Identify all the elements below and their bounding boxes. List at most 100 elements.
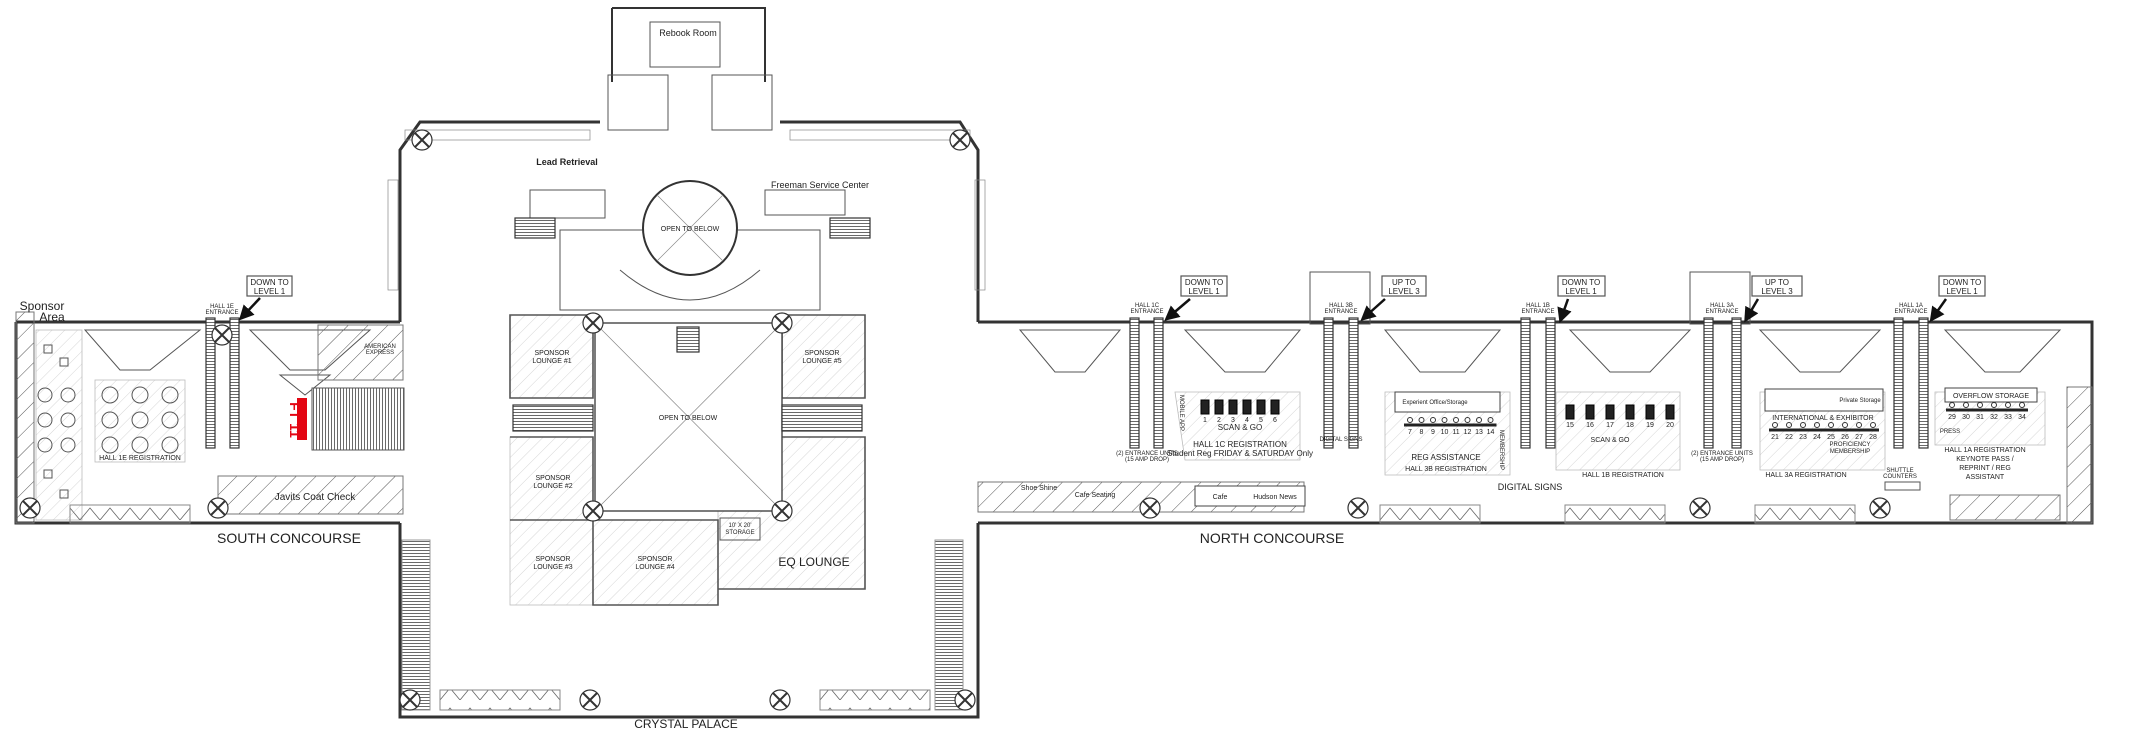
kiosk[interactable] [1645,404,1655,420]
entrance-doors [439,689,561,711]
kiosk[interactable] [1214,399,1224,415]
kiosk[interactable] [1565,404,1575,420]
workstation[interactable] [1407,417,1413,423]
counter-number: 32 [1990,414,1998,421]
column-icon [399,689,421,711]
callout-line-2: LEVEL 1 [1565,287,1597,296]
hall-3b-entrance: HALL 3B ENTRANCE UP TO LEVEL 3 [1323,275,1427,449]
kiosk[interactable] [1605,404,1615,420]
workstation[interactable] [1842,422,1848,428]
workstation[interactable] [2005,402,2011,408]
column-icon [954,689,976,711]
kiosk[interactable] [1270,399,1280,415]
sponsor-lounge-4-label: SPONSOR [637,556,672,563]
workstation[interactable] [2019,402,2025,408]
counter-number: 23 [1799,434,1807,441]
sponsor-lounge-1[interactable] [509,314,594,399]
experient-office[interactable] [1394,391,1501,413]
seating [934,539,964,711]
column-icon [769,689,791,711]
kiosk[interactable] [1665,404,1675,420]
counter-number: 25 [1827,434,1835,441]
cafe-news-kiosk[interactable] [1194,485,1306,507]
lead-retrieval-label: Lead Retrieval [536,157,598,167]
kiosk[interactable] [1585,404,1595,420]
sponsor-area-label-2: Area [39,310,65,324]
workstation[interactable] [1814,422,1820,428]
counter-number: 29 [1948,414,1956,421]
coat-check-area[interactable] [217,475,404,515]
column-icon [1689,497,1711,519]
workstation[interactable] [1870,422,1876,428]
callout-line-1: DOWN TO [250,278,288,287]
hall-1e-entrance-label-2: ENTRANCE [205,310,238,316]
column-icon [1139,497,1161,519]
workstation[interactable] [1949,402,1955,408]
workstation[interactable] [1487,417,1494,423]
entrance-doors [819,689,931,711]
sponsor-lounge-3[interactable] [509,519,594,606]
rebook-room-label: Rebook Room [659,28,717,38]
workstation[interactable] [1476,417,1482,423]
workstation[interactable] [1418,417,1425,423]
hall-1e-entrance-label: HALL 1E [210,304,234,310]
workstation[interactable] [1828,422,1834,428]
column-icon [207,497,229,519]
kiosk-number: 6 [1273,417,1277,424]
south-wing: Sponsor Area HALL 1E REGISTRATION HALL 1… [14,275,405,546]
workstation[interactable] [1786,422,1792,428]
entrance-label-2: ENTRANCE [1705,309,1738,315]
storage-label: 10' X 20' [729,523,752,529]
eq-lounge-label: EQ LOUNGE [778,555,849,569]
counter-number: 31 [1976,414,1984,421]
column-icon [19,497,41,519]
kiosk[interactable] [1200,399,1210,415]
private-storage[interactable] [1764,388,1884,412]
hall-1a-registration-label: HALL 1A REGISTRATION [1944,447,2025,454]
hall-1e-registration-area[interactable] [94,379,186,463]
hall-1b-registration-label: HALL 1B REGISTRATION [1582,472,1664,479]
kiosk[interactable] [1228,399,1238,415]
workstation[interactable] [1977,402,1983,408]
workstation[interactable] [1856,422,1862,428]
entrance-label-2: ENTRANCE [1894,309,1927,315]
workstation[interactable] [1430,417,1436,423]
workstation[interactable] [1453,417,1459,423]
kiosk[interactable] [1625,404,1635,420]
kiosk[interactable] [1256,399,1266,415]
workstation[interactable] [1441,417,1448,423]
workstation[interactable] [1991,402,1997,408]
american-express-area[interactable] [317,324,404,381]
student-reg-note: Student Reg FRIDAY & SATURDAY Only [1167,449,1313,458]
hall-1b-registration-area[interactable] [1555,391,1681,471]
sponsor-lounge-2[interactable] [509,436,594,521]
kiosk-number: 2 [1217,417,1221,424]
workstation[interactable] [1464,417,1471,423]
restroom-core [83,329,202,371]
column-icon [1347,497,1369,519]
workstation[interactable] [1772,422,1778,428]
counter-number: 22 [1785,434,1793,441]
entrance-label: HALL 1B [1526,303,1550,309]
crystal-palace-label: CRYSTAL PALACE [634,717,738,731]
sponsor-lounge-4[interactable] [592,519,719,606]
workstation[interactable] [1963,402,1969,408]
booth-ft11-label[interactable]: FT 11 [287,402,303,438]
overflow-storage[interactable] [1944,387,2038,403]
lead-retrieval-booths[interactable] [529,189,606,219]
down-to-level-1-callout: DOWN TO LEVEL 1 [238,275,293,321]
freeman-service-booths[interactable] [764,189,846,216]
callout-line-1: UP TO [1765,278,1789,287]
shuttle-counter[interactable] [1884,481,1921,491]
cafe-seating-label: Cafe Seating [1075,492,1116,499]
kiosk[interactable] [1242,399,1252,415]
hall-1a-registration-label-2: KEYNOTE PASS / [1956,456,2013,463]
sponsor-area[interactable] [35,329,83,521]
workstation[interactable] [1800,422,1806,428]
hall-1a-entrance: HALL 1A ENTRANCE DOWN TO LEVEL 1 [1893,275,1986,449]
